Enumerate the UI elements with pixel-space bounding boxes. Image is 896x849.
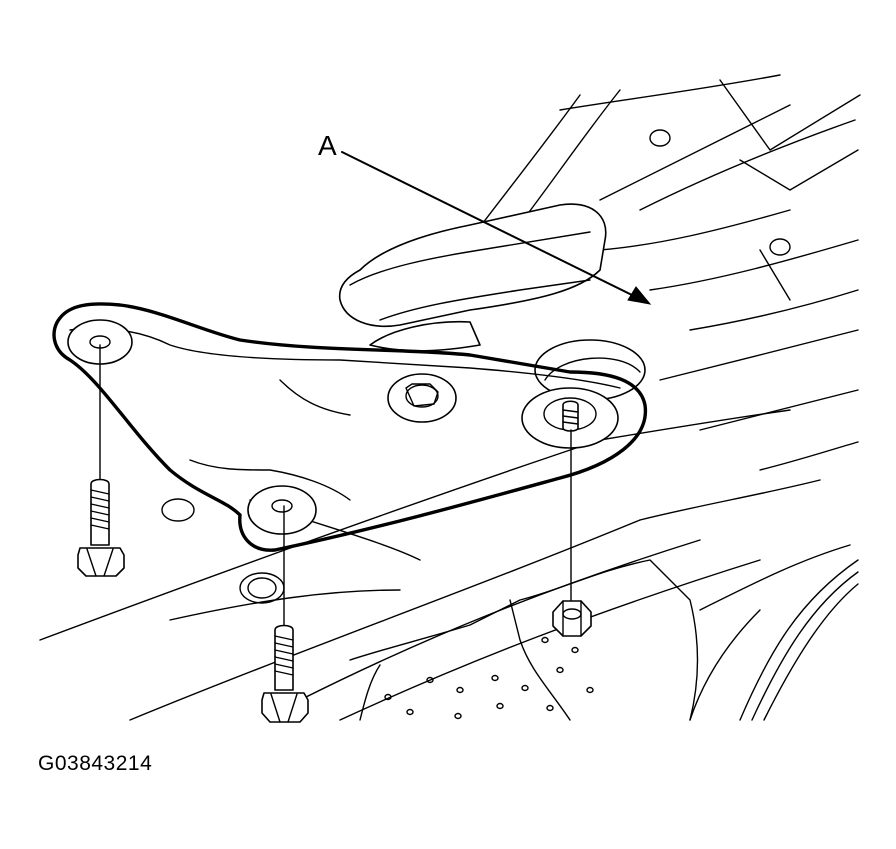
bolt-center bbox=[261, 624, 309, 723]
callout-label-a: A bbox=[318, 130, 337, 161]
mounting-bracket bbox=[52, 302, 648, 552]
bolt-left bbox=[77, 478, 125, 577]
figure-id: G03843214 bbox=[38, 752, 153, 775]
callout-arrow-a bbox=[341, 151, 652, 305]
upper-arm-a bbox=[338, 203, 646, 401]
leader-lines bbox=[99, 344, 572, 627]
stud bbox=[562, 400, 579, 432]
nut-right bbox=[552, 600, 592, 637]
perforation-holes bbox=[384, 636, 594, 720]
